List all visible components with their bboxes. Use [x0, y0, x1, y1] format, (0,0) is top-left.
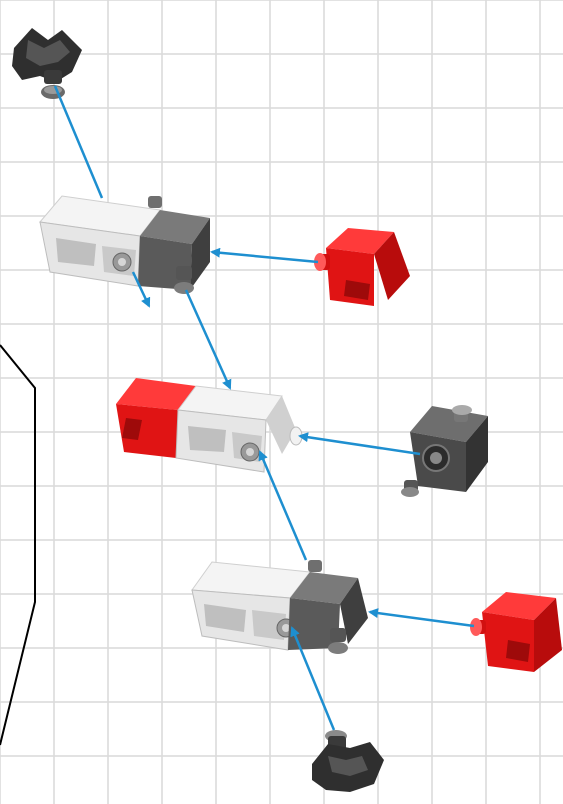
arrow-cube-to-block2 — [298, 432, 421, 456]
dark-cube — [401, 405, 488, 497]
arrow-block1-to-block2 — [184, 289, 232, 390]
red-cube — [470, 592, 562, 672]
arrow-red1-to-block1 — [210, 247, 319, 264]
dark-clip-bottom — [312, 730, 384, 792]
outline-shape — [0, 344, 36, 746]
assembly-block-1 — [39, 195, 210, 294]
red-clip-1 — [314, 228, 410, 306]
assembly-block-2 — [116, 378, 303, 473]
assembly-arrows — [53, 85, 475, 731]
assembly-block-3 — [191, 560, 368, 654]
arrow-bottomclip-to-block3 — [290, 626, 336, 731]
arrow-block1-down — [131, 271, 151, 308]
arrow-clip-to-block1 — [53, 85, 104, 199]
arrow-block3-to-block2 — [258, 450, 308, 561]
arrow-redcube-to-block3 — [368, 608, 475, 628]
dark-clip-top — [12, 28, 82, 99]
